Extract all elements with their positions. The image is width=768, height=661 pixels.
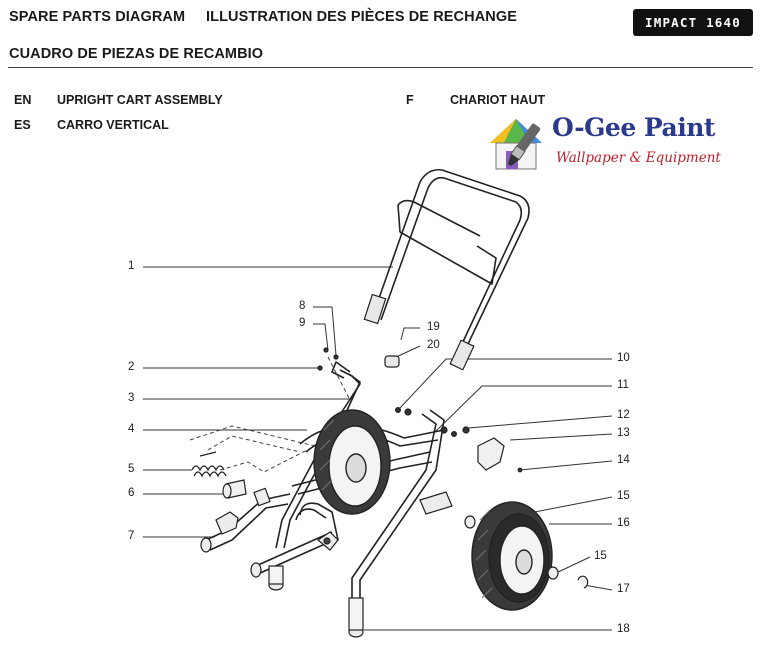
callout-5: 5 (128, 463, 135, 475)
callout-10: 10 (617, 352, 630, 364)
title-english: SPARE PARTS DIAGRAM (9, 9, 186, 25)
callout-3: 3 (128, 392, 135, 404)
callout-4: 4 (128, 423, 135, 435)
paint-brush-house-icon (490, 119, 542, 170)
callout-9: 9 (299, 317, 306, 329)
logo-tagline: Wallpaper & Equipment (556, 150, 721, 166)
callout-15-upper: 15 (617, 490, 630, 502)
title-french: ILLUSTRATION DES PIÈCES DE RECHANGE (206, 9, 517, 25)
callout-12: 12 (617, 409, 630, 421)
assembly-name-fr: CHARIOT HAUT (450, 93, 546, 107)
company-logo: O-Gee Paint Wallpaper & Equipment (486, 113, 751, 175)
callout-11: 11 (617, 379, 629, 391)
callout-18: 18 (617, 623, 630, 635)
lang-code-fr: F (406, 93, 414, 107)
assembly-name-es: CARRO VERTICAL (57, 118, 169, 132)
callout-14: 14 (617, 454, 630, 466)
callout-15-lower: 15 (594, 550, 607, 562)
assembly-name-en: UPRIGHT CART ASSEMBLY (57, 93, 223, 107)
lang-code-es: ES (14, 118, 31, 132)
callout-2: 2 (128, 361, 135, 373)
callout-13: 13 (617, 427, 630, 439)
lang-code-en: EN (14, 93, 32, 107)
model-badge: IMPACT 1640 (633, 9, 753, 36)
callout-17: 17 (617, 583, 630, 595)
callout-20: 20 (427, 339, 440, 351)
callout-7: 7 (128, 530, 135, 542)
callout-19: 19 (427, 321, 440, 333)
header-divider (8, 67, 753, 68)
logo-name: O-Gee Paint (552, 113, 715, 142)
callout-8: 8 (299, 300, 306, 312)
callout-6: 6 (128, 487, 135, 499)
title-spanish: CUADRO DE PIEZAS DE RECAMBIO (9, 46, 264, 62)
callout-16: 16 (617, 517, 630, 529)
callout-1: 1 (128, 260, 135, 272)
